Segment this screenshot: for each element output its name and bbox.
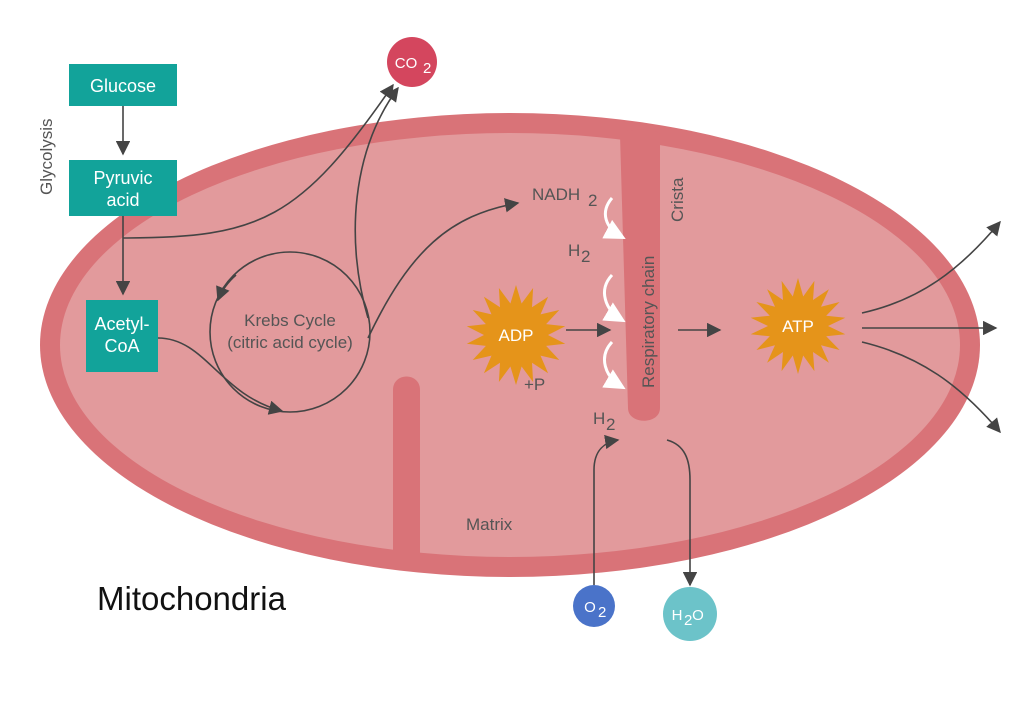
svg-text:H: H	[672, 607, 683, 624]
svg-text:acid: acid	[106, 190, 139, 210]
arrow-pyruvic-to-co2	[122, 83, 394, 239]
krebs-cycle-circle	[209, 251, 371, 413]
arrow-krebs-to-co2	[354, 86, 399, 319]
svg-text:ATP: ATP	[782, 317, 814, 336]
svg-text:2: 2	[684, 612, 692, 629]
krebs-cycle-label: Krebs Cycle	[244, 311, 336, 330]
white-arrow-3	[602, 340, 626, 390]
svg-text:2: 2	[598, 604, 606, 621]
arrow-acetyl-to-krebs	[157, 337, 284, 415]
adp-star: ADP	[466, 285, 566, 385]
o2-molecule: O 2	[573, 585, 615, 627]
h2-bottom-label: H 2	[593, 409, 615, 434]
co2-molecule: CO 2	[387, 37, 437, 87]
white-arrow-1	[602, 197, 626, 239]
glucose-box: Glucose	[69, 64, 177, 106]
svg-text:CoA: CoA	[104, 336, 139, 356]
svg-text:Pyruvic: Pyruvic	[93, 168, 152, 188]
svg-text:O: O	[692, 607, 704, 624]
arrow-krebs-to-nadh	[367, 198, 520, 339]
krebs-cycle-sublabel: (citric acid cycle)	[227, 333, 353, 352]
crista-label: Crista	[668, 177, 687, 222]
svg-text:H: H	[568, 241, 580, 260]
glycolysis-label: Glycolysis	[37, 118, 56, 195]
acetyl-coa-box: Acetyl- CoA	[86, 300, 158, 372]
svg-text:O: O	[584, 599, 596, 616]
nadh2-label: NADH 2	[532, 185, 597, 210]
svg-text:ADP: ADP	[499, 326, 534, 345]
crista-top	[620, 129, 660, 421]
svg-text:H: H	[593, 409, 605, 428]
pyruvic-acid-box: Pyruvic acid	[69, 160, 177, 216]
svg-text:2: 2	[606, 415, 615, 434]
h2-top-label: H 2	[568, 241, 590, 266]
svg-text:CO: CO	[395, 55, 418, 72]
svg-text:2: 2	[588, 191, 597, 210]
svg-text:NADH: NADH	[532, 185, 580, 204]
h2o-molecule: H 2 O	[663, 587, 717, 641]
white-arrow-2	[602, 273, 626, 323]
svg-text:Glucose: Glucose	[90, 76, 156, 96]
arrow-atp-out-lower	[861, 341, 1001, 434]
respiratory-chain-label: Respiratory chain	[639, 256, 658, 388]
krebs-cycle-arrow-top	[216, 274, 237, 302]
matrix-label: Matrix	[466, 515, 513, 534]
diagram-title: Mitochondria	[97, 580, 287, 617]
svg-text:Acetyl-: Acetyl-	[94, 314, 149, 334]
svg-text:2: 2	[581, 247, 590, 266]
arrow-chain-to-h2o	[666, 439, 698, 587]
atp-star: ATP	[750, 278, 846, 374]
plus-p-label: +P	[524, 375, 545, 394]
arrow-o2-to-h2	[593, 434, 620, 585]
crista-bottom	[393, 376, 420, 560]
svg-text:2: 2	[423, 60, 431, 77]
arrow-atp-out-upper	[861, 220, 1001, 314]
